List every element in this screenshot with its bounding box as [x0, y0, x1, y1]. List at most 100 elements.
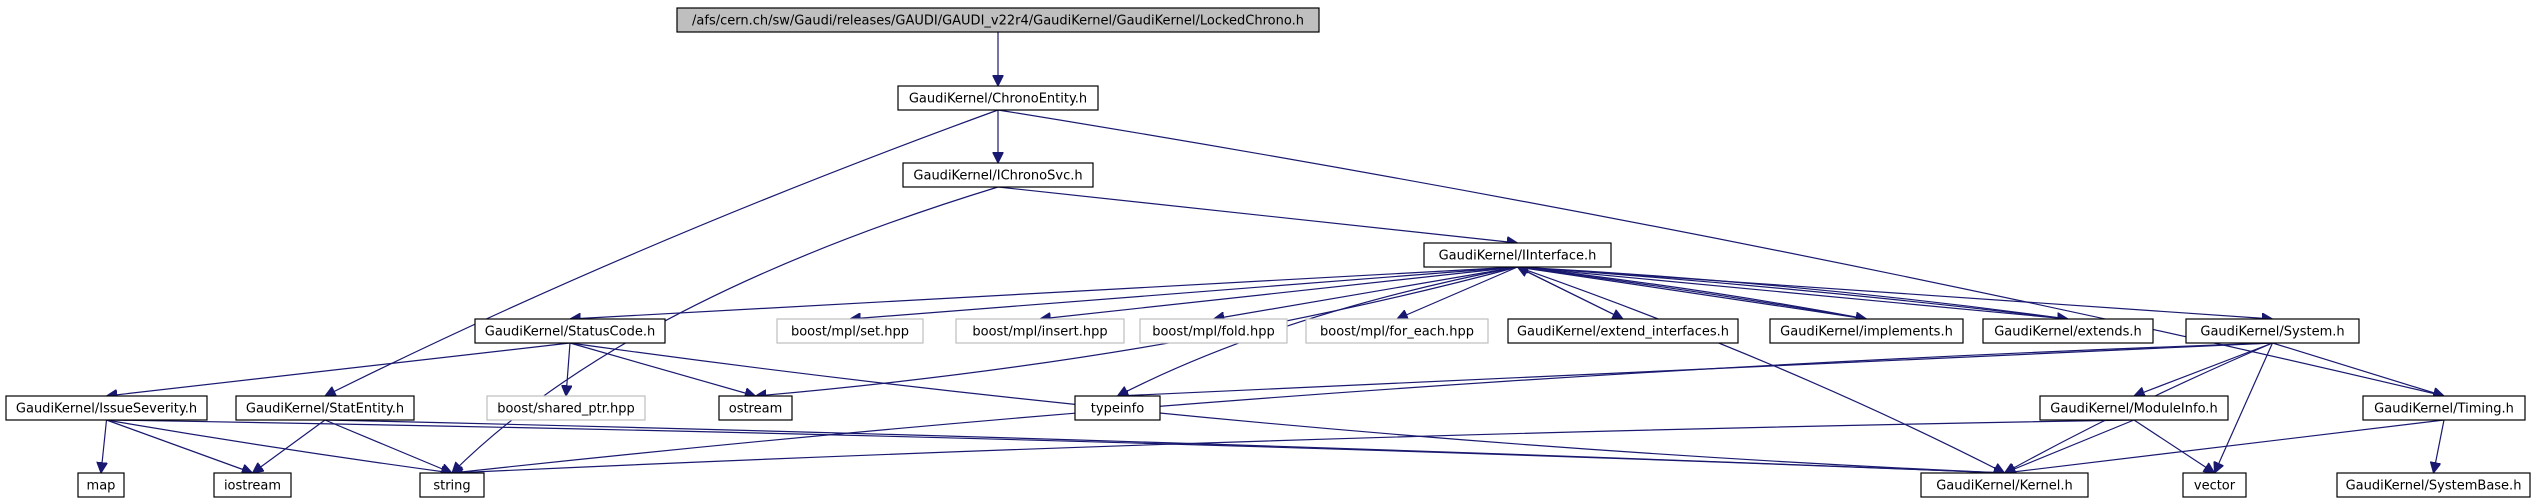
edge-n18-to-n24	[2133, 419, 2215, 473]
node-n22[interactable]: string	[419, 472, 485, 498]
edge-n3-to-n17	[1118, 266, 1518, 396]
node-label: GaudiKernel/extend_interfaces.h	[1517, 325, 1729, 340]
edge-n3-to-n5	[850, 266, 1518, 319]
edge-n10-to-n3	[1518, 267, 1867, 320]
node-n4[interactable]: GaudiKernel/StatusCode.h	[474, 318, 666, 344]
node-box	[2182, 472, 2247, 498]
node-label: typeinfo	[1091, 402, 1144, 417]
edge-n3-to-n11	[1517, 266, 2069, 319]
edge-n2-to-n3	[997, 186, 1518, 243]
node-box	[902, 162, 1094, 188]
edge-n13-to-n22	[106, 419, 453, 473]
node-box	[676, 7, 1320, 33]
edge-n12-to-n22	[452, 342, 2273, 473]
node-n18[interactable]: GaudiKernel/ModuleInfo.h	[2039, 395, 2229, 421]
edge-n3-to-n4	[570, 266, 1518, 319]
edge-n12-to-n24	[2215, 342, 2274, 473]
node-label: iostream	[224, 479, 281, 494]
node-label: GaudiKernel/ModuleInfo.h	[2050, 402, 2217, 417]
node-n23[interactable]: GaudiKernel/Kernel.h	[1920, 472, 2089, 498]
node-label: /afs/cern.ch/sw/Gaudi/releases/GAUDI/GAU…	[692, 14, 1304, 29]
node-n12[interactable]: GaudiKernel/System.h	[2185, 318, 2360, 344]
edge-n1-to-n14	[325, 109, 999, 396]
node-box	[5, 395, 208, 421]
node-label: GaudiKernel/IssueSeverity.h	[16, 402, 197, 417]
edge-n4-to-n16	[569, 342, 756, 396]
node-box	[486, 395, 646, 421]
node-box	[474, 318, 666, 344]
node-n0[interactable]: /afs/cern.ch/sw/Gaudi/releases/GAUDI/GAU…	[676, 7, 1320, 33]
node-box	[1982, 318, 2154, 344]
node-n24[interactable]: vector	[2182, 472, 2247, 498]
node-n8[interactable]: boost/mpl/for_each.hpp	[1305, 318, 1489, 344]
node-label: GaudiKernel/Kernel.h	[1936, 479, 2073, 494]
node-n3[interactable]: GaudiKernel/IInterface.h	[1423, 242, 1612, 268]
node-n13[interactable]: GaudiKernel/IssueSeverity.h	[5, 395, 208, 421]
node-box	[1139, 318, 1288, 344]
node-box	[235, 395, 415, 421]
node-n20[interactable]: map	[77, 472, 125, 498]
edge-n19-to-n23	[2005, 419, 2445, 473]
node-label: GaudiKernel/IChronoSvc.h	[913, 169, 1082, 184]
edge-n18-to-n22	[452, 419, 2135, 473]
edge-n4-to-n23	[569, 342, 2005, 473]
node-label: boost/mpl/for_each.hpp	[1320, 325, 1474, 340]
node-box	[955, 318, 1125, 344]
node-label: GaudiKernel/implements.h	[1780, 325, 1953, 340]
node-box	[718, 395, 793, 421]
node-label: boost/mpl/set.hpp	[791, 325, 909, 340]
node-box	[897, 85, 1099, 111]
edge-n11-to-n3	[1518, 267, 2069, 320]
node-n6[interactable]: boost/mpl/insert.hpp	[955, 318, 1125, 344]
node-n19[interactable]: GaudiKernel/Timing.h	[2362, 395, 2526, 421]
edge-n2-to-n22	[452, 186, 999, 473]
edge-n10-to-n3	[1518, 267, 1867, 320]
node-n11[interactable]: GaudiKernel/extends.h	[1982, 318, 2154, 344]
node-n25[interactable]: GaudiKernel/SystemBase.h	[2336, 472, 2531, 498]
edge-n13-to-n20	[101, 419, 107, 473]
edge-n3-to-n7	[1214, 266, 1518, 319]
node-n5[interactable]: boost/mpl/set.hpp	[776, 318, 924, 344]
node-n1[interactable]: GaudiKernel/ChronoEntity.h	[897, 85, 1099, 111]
node-n2[interactable]: GaudiKernel/IChronoSvc.h	[902, 162, 1094, 188]
node-n14[interactable]: GaudiKernel/StatEntity.h	[235, 395, 415, 421]
edge-n11-to-n3	[1518, 267, 2069, 320]
node-label: ostream	[729, 402, 783, 417]
node-box	[213, 472, 292, 498]
node-box	[2362, 395, 2526, 421]
node-box	[1305, 318, 1489, 344]
node-label: map	[87, 479, 116, 494]
node-box	[2039, 395, 2229, 421]
nodes-layer: /afs/cern.ch/sw/Gaudi/releases/GAUDI/GAU…	[5, 7, 2531, 498]
node-label: GaudiKernel/ChronoEntity.h	[909, 92, 1087, 107]
edges-layer	[101, 32, 2444, 473]
node-box	[1507, 318, 1739, 344]
node-box	[1074, 395, 1161, 421]
node-n21[interactable]: iostream	[213, 472, 292, 498]
node-label: GaudiKernel/StatEntity.h	[246, 402, 404, 417]
edge-n19-to-n25	[2434, 419, 2445, 473]
node-n15[interactable]: boost/shared_ptr.hpp	[486, 395, 646, 421]
node-label: string	[433, 479, 470, 494]
node-n10[interactable]: GaudiKernel/implements.h	[1769, 318, 1964, 344]
node-box	[1423, 242, 1612, 268]
edge-n4-to-n13	[107, 342, 571, 396]
edge-n13-to-n21	[106, 419, 253, 473]
node-box	[776, 318, 924, 344]
edge-n3-to-n10	[1517, 266, 1867, 319]
node-n17[interactable]: typeinfo	[1074, 395, 1161, 421]
edge-n3-to-n23	[1517, 266, 2005, 473]
node-label: GaudiKernel/SystemBase.h	[2346, 479, 2522, 494]
node-n9[interactable]: GaudiKernel/extend_interfaces.h	[1507, 318, 1739, 344]
node-box	[1920, 472, 2089, 498]
node-label: GaudiKernel/extends.h	[1994, 325, 2142, 340]
node-box	[77, 472, 125, 498]
edge-n12-to-n19	[2272, 342, 2445, 396]
edge-n3-to-n16	[756, 266, 1518, 396]
node-n16[interactable]: ostream	[718, 395, 793, 421]
node-box	[2336, 472, 2531, 498]
node-n7[interactable]: boost/mpl/fold.hpp	[1139, 318, 1288, 344]
node-box	[2185, 318, 2360, 344]
edge-n1-to-n19	[997, 109, 2444, 396]
